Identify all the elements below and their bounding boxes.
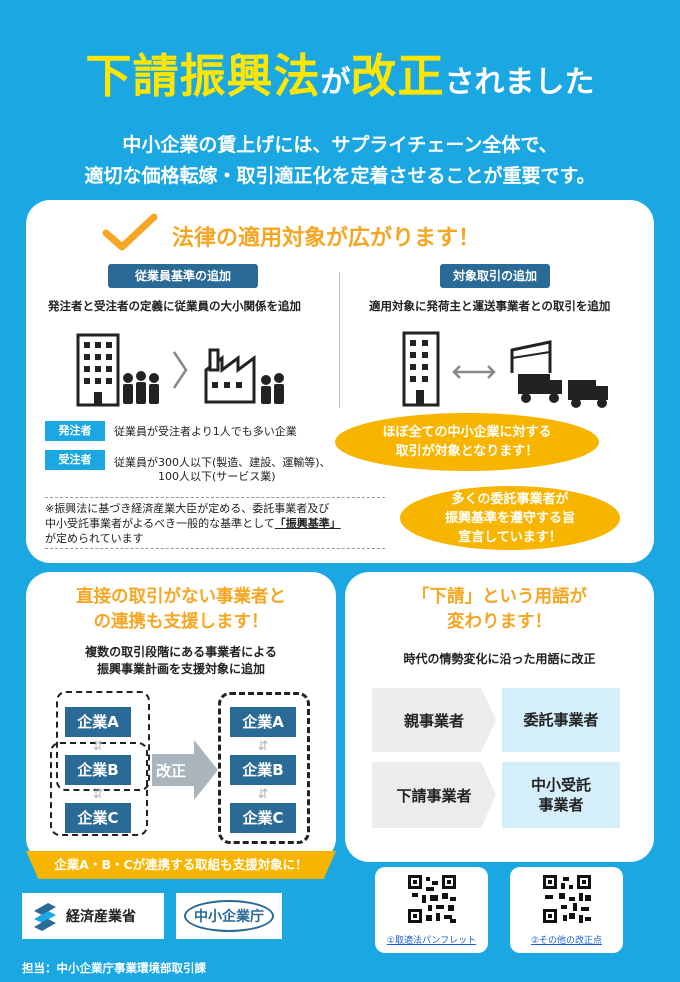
employee-criteria-desc: 発注者と受注者の定義に従業員の大小関係を追加 [48, 299, 301, 313]
partnership-group-bc [50, 742, 148, 836]
declaration-bubble: 多くの委託事業者が振興基準を遵守する旨宣言しています！ [400, 486, 620, 550]
checkmark-icon [102, 213, 158, 251]
note-line1: ※振興法に基づき経済産業大臣が定める、委託事業者及び [45, 502, 330, 515]
pamphlet-link[interactable]: ①取適法パンフレット [386, 936, 477, 946]
sme-agency-logo-text: 中小企業庁 [184, 900, 274, 932]
partnership-group-abc [218, 692, 310, 844]
section1-heading: 法律の適用対象が広がります！ [100, 213, 550, 253]
updown-arrow-icon: ⇵ [92, 739, 104, 754]
contractor-definition-2: 100人以下(サービス業) [158, 470, 276, 483]
qr-code-icon [408, 875, 456, 923]
contractor-tag: 受注者 [45, 450, 105, 470]
transport-illustration [402, 331, 608, 408]
partnership-group-ab [56, 691, 150, 791]
old-term-2: 下請事業者 [372, 762, 496, 828]
collaboration-support-banner: 企業A・B・Cが連携する取組も支援対象に！ [26, 851, 336, 879]
coverage-bubble: ほぼ全ての中小企業に対する取引が対象となります！ [335, 413, 599, 471]
contractor-definition-1: 従業員が300人以下(製造、建設、運輸等)、 [114, 456, 331, 469]
section1-heading-text: 法律の適用対象が広がります！ [172, 226, 481, 251]
company-c-after: 企業C [230, 803, 296, 833]
meti-emblem-icon [34, 903, 56, 931]
warehouse-icon [510, 340, 552, 373]
qr-code-icon [543, 875, 591, 923]
section3-heading: 「下請」という用語が変わります！ [412, 587, 587, 632]
company-a-after: 企業A [230, 707, 296, 737]
updown-arrow-icon: ⇵ [257, 787, 269, 802]
orderer-tag: 発注者 [45, 421, 105, 441]
updown-arrow-icon: ⇵ [257, 739, 269, 754]
target-transaction-tag: 対象取引の追加 [440, 264, 550, 288]
factory-icon [204, 348, 256, 404]
people-group-icon-1 [123, 371, 159, 404]
truck-icon-1 [518, 374, 562, 403]
old-term-1: 親事業者 [372, 688, 496, 752]
title-part1: 下請振興法 [85, 49, 321, 103]
section2-desc: 複数の取引段階にある事業者による振興事業計画を支援対象に追加 [85, 645, 277, 676]
orderer-definition: 従業員が受注者より1人でも多い企業 [114, 425, 297, 438]
office-building-icon-2 [402, 331, 440, 407]
section1-divider [339, 272, 340, 408]
company-b-after: 企業B [230, 755, 296, 785]
new-term-1: 委託事業者 [502, 688, 620, 752]
double-arrow-icon [452, 365, 496, 379]
qr-card-2[interactable]: ②その他の改正点 [510, 867, 623, 953]
title-part4: されました [444, 65, 595, 100]
subtitle-line2: 適切な価格転嫁・取引適正化を定着させることが重要です。 [84, 165, 596, 187]
note-line3: が定められています [45, 532, 144, 545]
company-b-before: 企業B [65, 755, 131, 785]
revision-label: 改正 [156, 762, 187, 780]
note-line2: 中小受託事業者がよるべき一般的な基準として [45, 517, 275, 530]
promotion-standard-term: 「振興基準」 [274, 517, 341, 530]
qr-card-1[interactable]: ①取適法パンフレット [375, 867, 488, 953]
section2-heading: 直接の取引がない事業者との連携も支援します！ [76, 587, 286, 632]
revision-arrow-icon [152, 740, 218, 800]
people-group-icon-2 [261, 373, 284, 404]
meti-logo: 経済産業省 [22, 893, 164, 939]
promotion-standard-note: ※振興法に基づき経済産業大臣が定める、委託事業者及び 中小受託事業者がよるべき一… [45, 497, 385, 549]
section3-desc: 時代の情勢変化に沿った用語に改正 [403, 652, 596, 666]
office-building-icon [76, 333, 120, 407]
title-part3: 改正 [350, 49, 445, 103]
target-transaction-desc: 適用対象に発荷主と運送事業者との取引を追加 [369, 299, 611, 313]
company-c-before: 企業C [65, 803, 131, 833]
page-subtitle: 中小企業の賃上げには、サプライチェーン全体で、 適切な価格転嫁・取引適正化を定着… [0, 130, 680, 192]
updown-arrow-icon: ⇵ [92, 787, 104, 802]
chevron-right-icon [172, 351, 188, 389]
other-revisions-link[interactable]: ②その他の改正点 [530, 936, 603, 946]
subtitle-line1: 中小企業の賃上げには、サプライチェーン全体で、 [122, 134, 558, 156]
title-part2: が [320, 65, 351, 100]
new-term-2: 中小受託事業者 [502, 762, 620, 828]
truck-icon-2 [568, 380, 608, 408]
employee-illustration [76, 333, 284, 407]
company-a-before: 企業A [65, 707, 131, 737]
footer-contact: 担当：中小企業庁事業環境部取引課 [22, 961, 206, 975]
meti-logo-text: 経済産業省 [66, 909, 136, 925]
employee-criteria-tag: 従業員基準の追加 [108, 264, 258, 288]
page-title: 下請振興法が改正されました [0, 40, 680, 106]
sme-agency-logo: 中小企業庁 [176, 893, 282, 939]
